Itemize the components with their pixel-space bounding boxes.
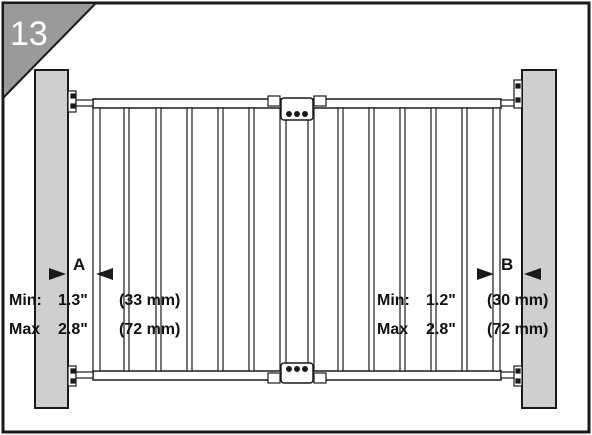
bottom-latch [267, 362, 327, 384]
gap-b-min-inches: 1.2" [426, 292, 456, 309]
gap-a-measurements: Min: 1.3" (33 mm) Max 2.8" (72 mm) [9, 292, 180, 338]
top-latch [267, 95, 327, 121]
gap-a-arrow-left [96, 268, 113, 280]
gap-b-max-inches: 2.8" [426, 321, 456, 338]
gap-a-min-inches: 1.3" [58, 292, 88, 309]
gap-b-max-mm: (72 mm) [487, 321, 548, 338]
left-top-mount [67, 90, 94, 113]
step-number: 13 [10, 15, 48, 53]
left-bottom-mount [67, 365, 94, 387]
gap-b-arrow-left [524, 268, 541, 280]
gap-a-letter: A [73, 255, 85, 274]
gate [67, 79, 523, 387]
gap-a-max-inches: 2.8" [58, 321, 88, 338]
right-wall [521, 69, 557, 409]
gap-a-min-mm: (33 mm) [119, 292, 180, 309]
gap-b-arrow-right [477, 268, 494, 280]
gap-b-max-label: Max [377, 321, 408, 338]
gap-a-max-label: Max [9, 321, 40, 338]
right-bottom-mount [500, 365, 523, 387]
gap-b-indicator: B [477, 255, 541, 280]
gap-b-min-label: Min: [377, 292, 410, 309]
gap-a-indicator: A [49, 255, 113, 280]
gap-b-letter: B [501, 255, 513, 274]
left-wall [34, 69, 69, 409]
gate-bars-right [307, 107, 501, 372]
gap-b-measurements: Min: 1.2" (30 mm) Max 2.8" (72 mm) [377, 292, 548, 338]
right-top-mount [500, 79, 523, 109]
gap-b-min-mm: (30 mm) [487, 292, 548, 309]
gap-a-min-label: Min: [9, 292, 42, 309]
gap-a-max-mm: (72 mm) [119, 321, 180, 338]
step-badge: 13 [2, 1, 99, 101]
gap-a-arrow-right [49, 268, 66, 280]
